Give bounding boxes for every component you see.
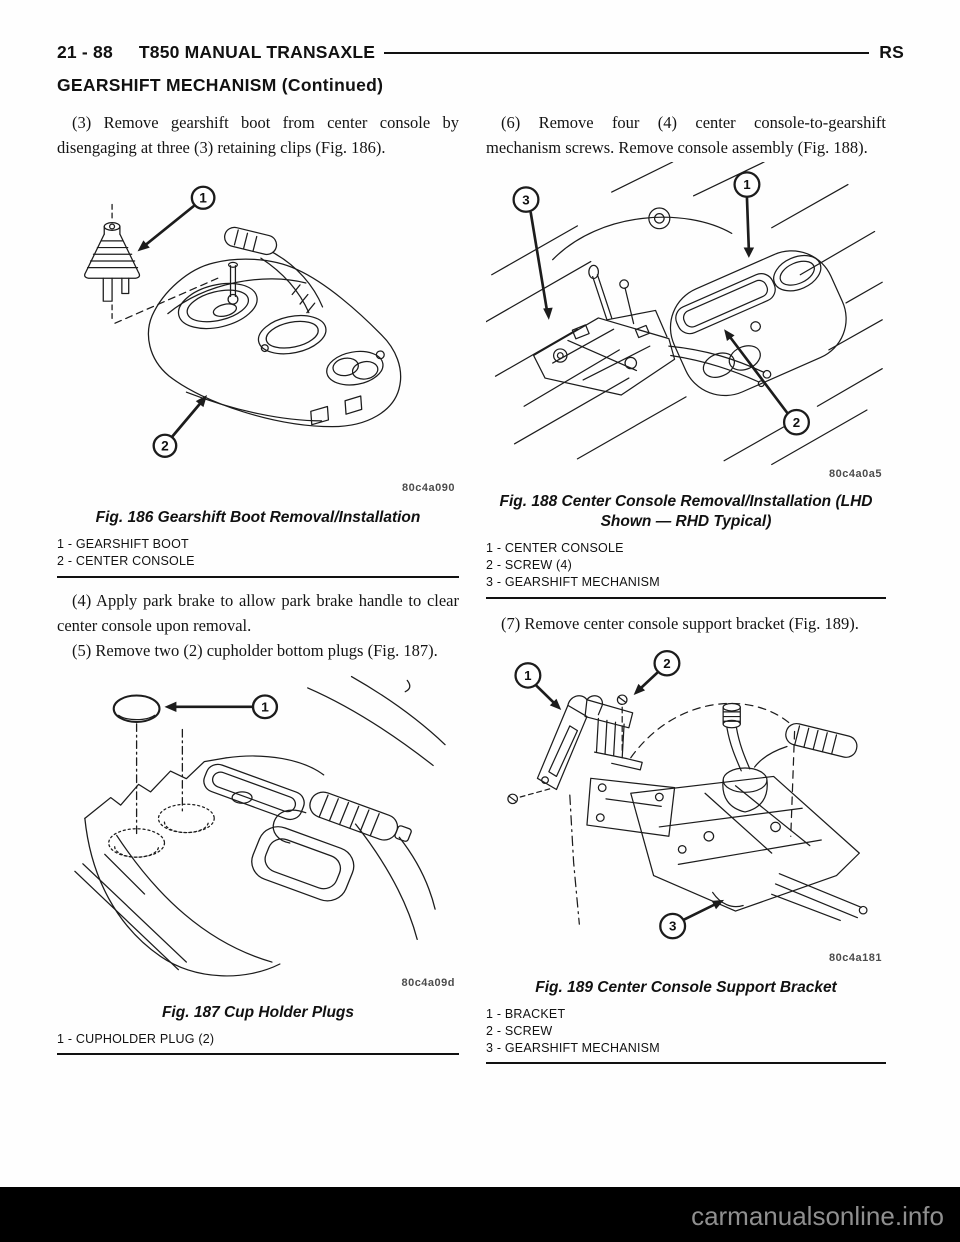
fig188-image-code: 80c4a0a5 [829, 468, 882, 480]
cupholder-plug [112, 694, 161, 723]
figure-186: 1 2 80c4a090 [57, 170, 459, 496]
figure-188: 3 1 2 80c4a0a5 [485, 161, 886, 482]
svg-text:3: 3 [522, 192, 529, 207]
fig188-legend: 1 - CENTER CONSOLE 2 - SCREW (4) 3 - GEA… [486, 540, 886, 591]
figure-187: 1 80c4a09d [57, 669, 459, 991]
callout-1: 1 [733, 171, 761, 258]
fig188-drawing: 3 1 2 [485, 161, 883, 466]
console-top-view [74, 755, 436, 977]
svg-text:2: 2 [793, 415, 800, 430]
legend-item: 1 - GEARSHIFT BOOT [57, 537, 189, 551]
svg-text:1: 1 [743, 177, 750, 192]
fig189-legend: 1 - BRACKET 2 - SCREW 3 - GEARSHIFT MECH… [486, 1006, 886, 1057]
fig186-drawing: 1 2 [84, 185, 402, 458]
callout-1: 1 [137, 185, 216, 252]
fig187-rule [57, 1053, 459, 1055]
fig186-caption: Fig. 186 Gearshift Boot Removal/Installa… [95, 509, 421, 526]
callout-2: 2 [724, 329, 810, 436]
screw-upper [616, 694, 628, 753]
svg-text:3: 3 [669, 919, 676, 934]
fig186-image-code: 80c4a090 [402, 482, 455, 494]
fig186-legend: 1 - GEARSHIFT BOOT 2 - CENTER CONSOLE [57, 536, 459, 570]
page-header: 21 - 88 T850 MANUAL TRANSAXLE RS [57, 42, 904, 63]
center-console-drawing [147, 226, 402, 428]
background-lines [307, 675, 446, 767]
center-console-shell [669, 250, 847, 397]
floor-pan-hatch [485, 161, 883, 466]
callout-2: 2 [633, 649, 681, 696]
fig187-drawing: 1 [74, 675, 446, 977]
step-3: (3) Remove gearshift boot from center co… [57, 113, 459, 157]
callout-3: 3 [659, 899, 725, 940]
fig189-rule [486, 1062, 886, 1064]
callout-1: 1 [164, 694, 279, 720]
svg-text:1: 1 [524, 668, 531, 683]
gearshift-boot-drawing [84, 203, 219, 324]
park-brake-handle [224, 226, 278, 256]
right-column: (6) Remove four (4) center console-to-ge… [485, 110, 886, 1064]
legend-item: 3 - GEARSHIFT MECHANISM [486, 1041, 660, 1055]
cupholders [326, 350, 384, 386]
header-rule [384, 51, 870, 54]
legend-item: 2 - CENTER CONSOLE [57, 554, 195, 568]
legend-item: 2 - SCREW [486, 1024, 553, 1038]
fig188-caption: Fig. 188 Center Console Removal/Installa… [486, 492, 886, 532]
footer-bar: carmanualsonline.info [0, 1187, 960, 1242]
fig187-image-code: 80c4a09d [401, 977, 455, 989]
cupholder-recesses [108, 803, 215, 858]
svg-text:1: 1 [199, 191, 207, 206]
gearshift-mechanism-drawing [533, 264, 772, 396]
fig187-caption: Fig. 187 Cup Holder Plugs [161, 1004, 355, 1021]
fig189-caption: Fig. 189 Center Console Support Bracket [535, 979, 837, 996]
svg-text:2: 2 [161, 439, 169, 454]
watermark-text: carmanualsonline.info [691, 1201, 944, 1231]
svg-text:2: 2 [663, 656, 670, 671]
fig189-drawing: 1 2 3 [507, 649, 868, 940]
callout-1: 1 [514, 662, 562, 711]
fig189-image-code: 80c4a181 [829, 952, 882, 964]
manual-title: T850 MANUAL TRANSAXLE [138, 42, 376, 62]
callout-3: 3 [512, 186, 553, 320]
page-number: 21 - 88 [57, 42, 113, 62]
support-bracket-drawing [536, 695, 643, 791]
step-4: (4) Apply park brake to allow park brake… [57, 591, 459, 635]
figure-189: 1 2 3 80c4a181 [486, 638, 886, 966]
fig188-caption-line1: Fig. 188 Center Console Removal/Installa… [499, 493, 873, 510]
park-brake-grip [309, 791, 412, 842]
legend-item: 3 - GEARSHIFT MECHANISM [486, 575, 660, 589]
fig188-rule [486, 597, 886, 599]
step-7: (7) Remove center console support bracke… [501, 614, 859, 633]
fig187-legend: 1 - CUPHOLDER PLUG (2) [57, 1031, 459, 1048]
callout-2: 2 [152, 395, 208, 458]
section-title: GEARSHIFT MECHANISM (Continued) [57, 75, 384, 95]
screw-lower [507, 787, 552, 805]
left-column: (3) Remove gearshift boot from center co… [57, 110, 459, 1055]
legend-item: 1 - CENTER CONSOLE [486, 541, 624, 555]
step-6: (6) Remove four (4) center console-to-ge… [486, 113, 886, 157]
svg-text:1: 1 [261, 700, 269, 715]
fig186-rule [57, 576, 459, 578]
legend-item: 2 - SCREW (4) [486, 558, 572, 572]
platform-code: RS [879, 42, 904, 62]
gearshift-mechanism-assembly [586, 702, 868, 922]
fig188-caption-line2: Shown — RHD Typical) [600, 513, 772, 530]
legend-item: 1 - BRACKET [486, 1007, 566, 1021]
legend-item: 1 - CUPHOLDER PLUG (2) [57, 1032, 215, 1046]
step-5: (5) Remove two (2) cupholder bottom plug… [72, 641, 438, 660]
